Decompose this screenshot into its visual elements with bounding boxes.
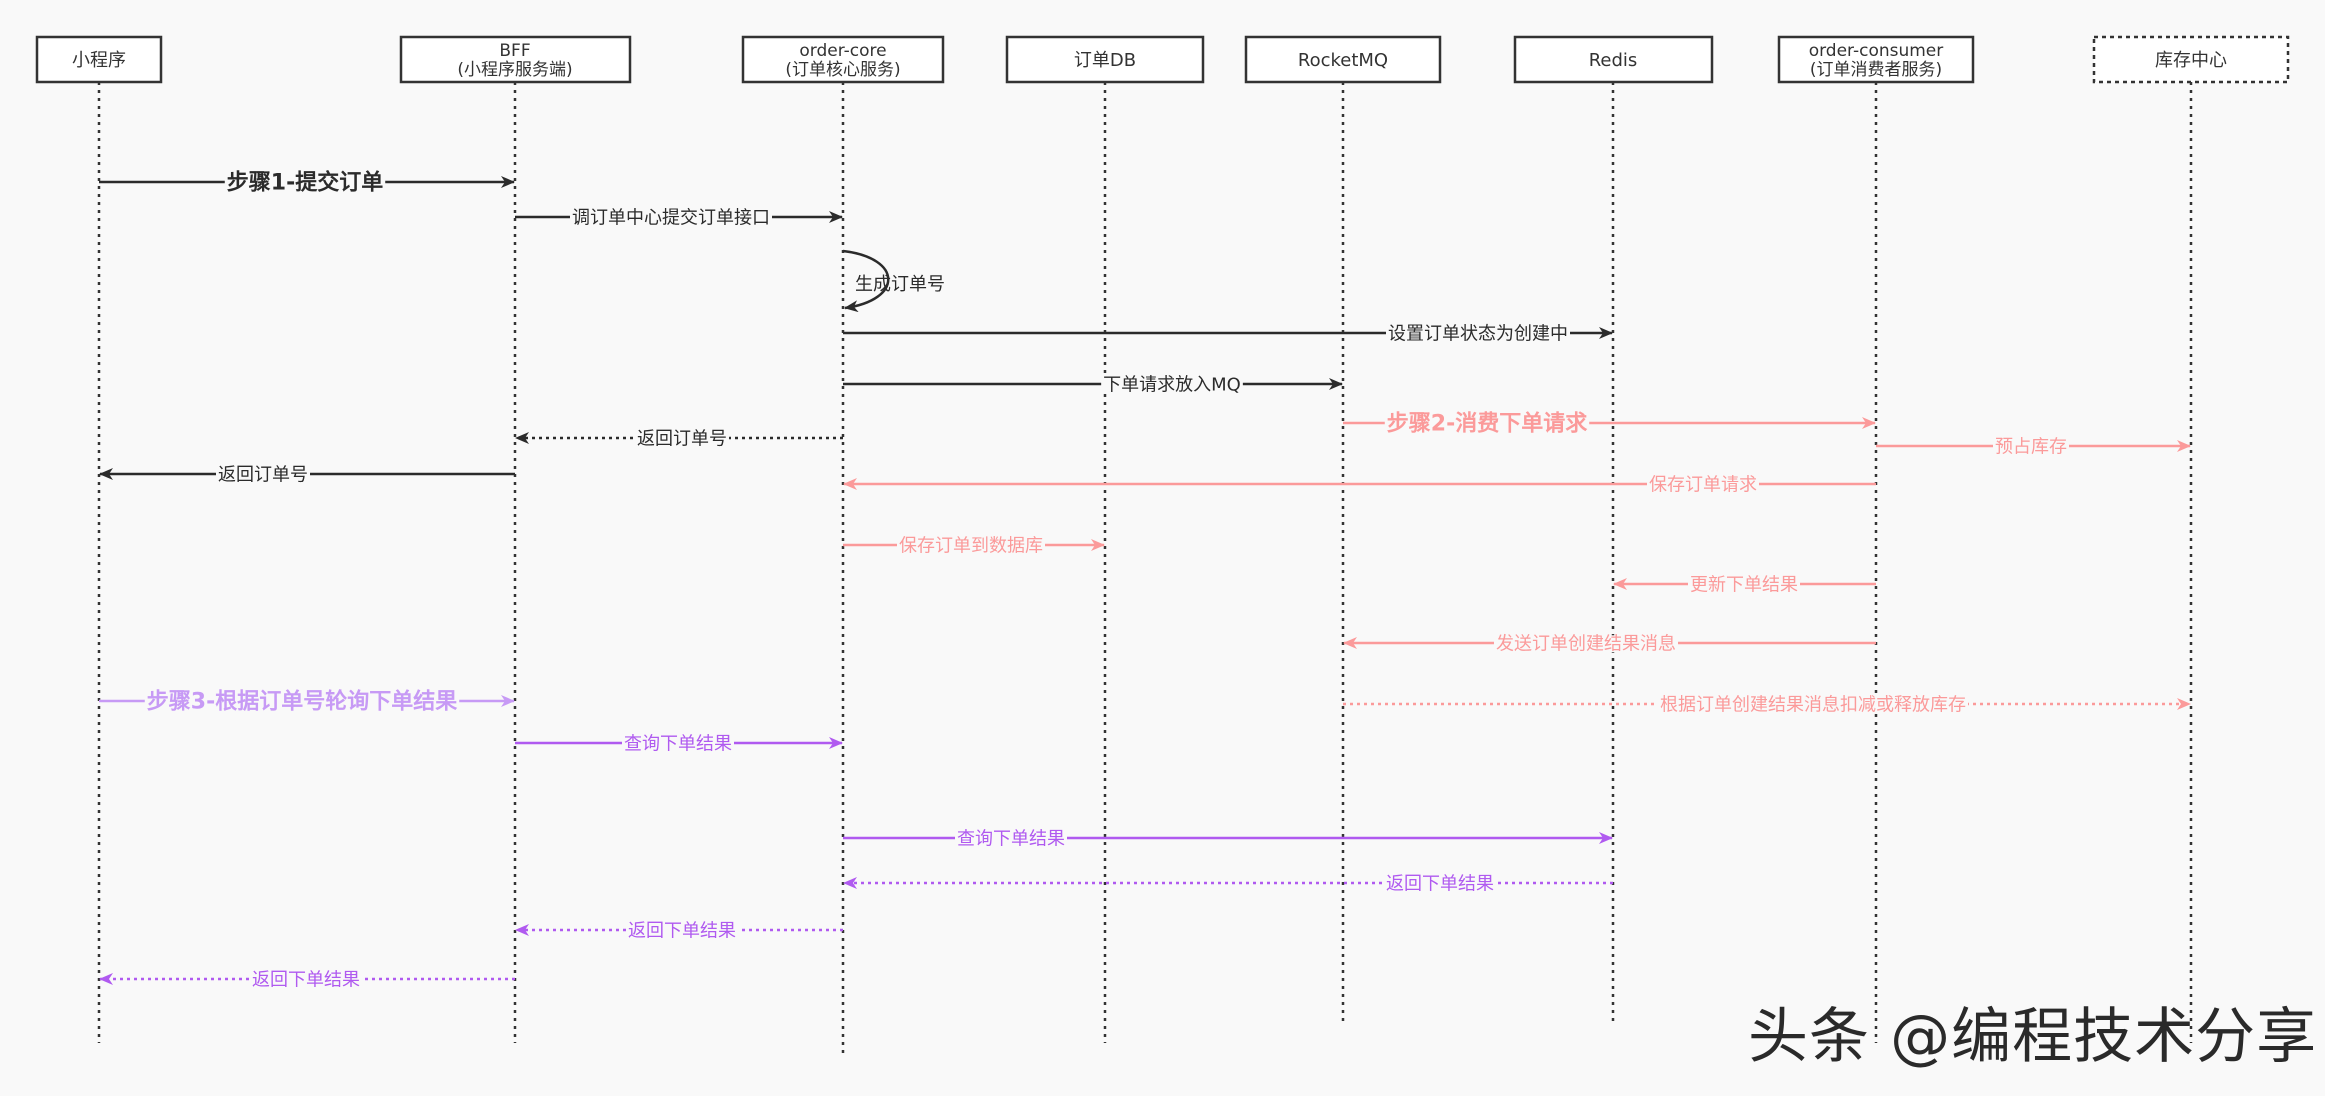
message-label: 返回下单结果 — [628, 920, 736, 941]
participant-box-order-db — [1005, 35, 1205, 84]
message-label-bg — [626, 922, 738, 940]
participant-rocketmq: RocketMQ — [1244, 35, 1442, 1023]
participant-redis: Redis — [1513, 35, 1714, 1023]
participant-box-order-consumer — [1777, 35, 1975, 84]
message-label: 返回订单号 — [637, 428, 727, 449]
message-label: 查询下单结果 — [957, 828, 1065, 849]
message-label-bg — [216, 466, 310, 484]
participant-label: order-consumer — [1809, 41, 1944, 61]
participant-order-core: order-core(订单核心服务) — [741, 35, 945, 1053]
message-label: 步骤1-提交订单 — [227, 170, 383, 196]
participant-label: (订单核心服务) — [785, 60, 900, 80]
message-label-bg — [1647, 476, 1759, 494]
participant-label: (订单消费者服务) — [1810, 60, 1942, 80]
participant-label: Redis — [1589, 50, 1638, 71]
message-17: 查询下单结果 — [843, 828, 1613, 849]
message-label: 设置订单状态为创建中 — [1388, 323, 1568, 344]
message-label-bg — [622, 735, 734, 753]
message-8: 预占库存 — [1876, 436, 2191, 457]
participant-label: order-core — [799, 41, 886, 61]
message-label-bg — [1384, 875, 1496, 893]
participant-inventory: 库存中心 — [2092, 35, 2290, 1043]
message-19: 返回下单结果 — [515, 920, 843, 941]
message-15: 根据订单创建结果消息扣减或释放库存 — [1343, 694, 2191, 715]
message-label-bg — [1386, 325, 1570, 343]
message-label-bg — [1688, 576, 1800, 594]
message-label: 返回下单结果 — [1386, 873, 1494, 894]
participant-bff: BFF(小程序服务端) — [399, 35, 632, 1043]
self-call-arrow — [842, 249, 890, 313]
message-label: 生成订单号 — [855, 274, 945, 295]
participant-label: 订单DB — [1074, 50, 1136, 71]
message-label-bg — [1658, 696, 1968, 714]
message-label-bg — [144, 690, 460, 713]
participant-label: 库存中心 — [2155, 50, 2227, 71]
message-label-bg — [635, 430, 729, 448]
message-2: 调订单中心提交订单接口 — [515, 207, 843, 228]
message-label: 查询下单结果 — [624, 733, 732, 754]
message-12: 更新下单结果 — [1613, 574, 1876, 595]
watermark-text: 头条 @编程技术分享 — [1748, 1002, 2318, 1072]
message-label: 预占库存 — [1995, 436, 2067, 457]
participant-box-bff — [399, 35, 632, 84]
message-label: 保存订单请求 — [1649, 474, 1757, 495]
participant-label: RocketMQ — [1298, 50, 1388, 71]
message-label: 更新下单结果 — [1690, 574, 1798, 595]
message-5: 下单请求放入MQ — [843, 374, 1343, 395]
message-6: 步骤2-消费下单请求 — [1343, 411, 1876, 437]
message-label-bg — [570, 209, 772, 227]
message-label-bg — [250, 971, 362, 989]
message-label-bg — [955, 830, 1067, 848]
participant-box-rocketmq — [1244, 35, 1442, 84]
message-11: 保存订单到数据库 — [843, 535, 1105, 556]
message-20: 返回下单结果 — [99, 969, 515, 990]
message-label: 下单请求放入MQ — [1103, 374, 1241, 395]
message-13: 发送订单创建结果消息 — [1343, 633, 1876, 654]
message-18: 返回下单结果 — [843, 873, 1613, 894]
message-4: 设置订单状态为创建中 — [843, 323, 1613, 344]
message-7: 返回订单号 — [515, 428, 843, 449]
participant-box-miniapp — [35, 35, 163, 84]
message-label-bg — [224, 171, 386, 194]
message-label: 调订单中心提交订单接口 — [572, 207, 770, 228]
message-label: 返回订单号 — [218, 464, 308, 485]
participant-box-inventory — [2092, 35, 2290, 84]
participant-order-consumer: order-consumer(订单消费者服务) — [1777, 35, 1975, 1043]
message-label-bg — [1993, 438, 2069, 456]
participant-label: (小程序服务端) — [457, 60, 572, 80]
message-10: 保存订单请求 — [843, 474, 1876, 495]
message-label-bg — [1384, 412, 1590, 435]
message-3: 生成订单号 — [842, 249, 945, 313]
message-14: 步骤3-根据订单号轮询下单结果 — [99, 689, 515, 715]
message-label-bg — [897, 537, 1045, 555]
message-label: 步骤2-消费下单请求 — [1387, 411, 1587, 437]
message-label-bg — [1101, 376, 1243, 394]
message-label: 步骤3-根据订单号轮询下单结果 — [147, 689, 457, 715]
message-label-bg — [1494, 635, 1678, 653]
participant-label: 小程序 — [72, 50, 126, 71]
message-1: 步骤1-提交订单 — [99, 170, 515, 196]
participant-box-redis — [1513, 35, 1714, 84]
participant-miniapp: 小程序 — [35, 35, 163, 1043]
message-label: 保存订单到数据库 — [899, 535, 1043, 556]
participant-order-db: 订单DB — [1005, 35, 1205, 1043]
message-label: 返回下单结果 — [252, 969, 360, 990]
message-label: 发送订单创建结果消息 — [1496, 633, 1676, 654]
message-label: 根据订单创建结果消息扣减或释放库存 — [1660, 694, 1966, 715]
participant-box-order-core — [741, 35, 945, 84]
participant-label: BFF — [499, 41, 530, 61]
message-16: 查询下单结果 — [515, 733, 843, 754]
message-9: 返回订单号 — [99, 464, 515, 485]
